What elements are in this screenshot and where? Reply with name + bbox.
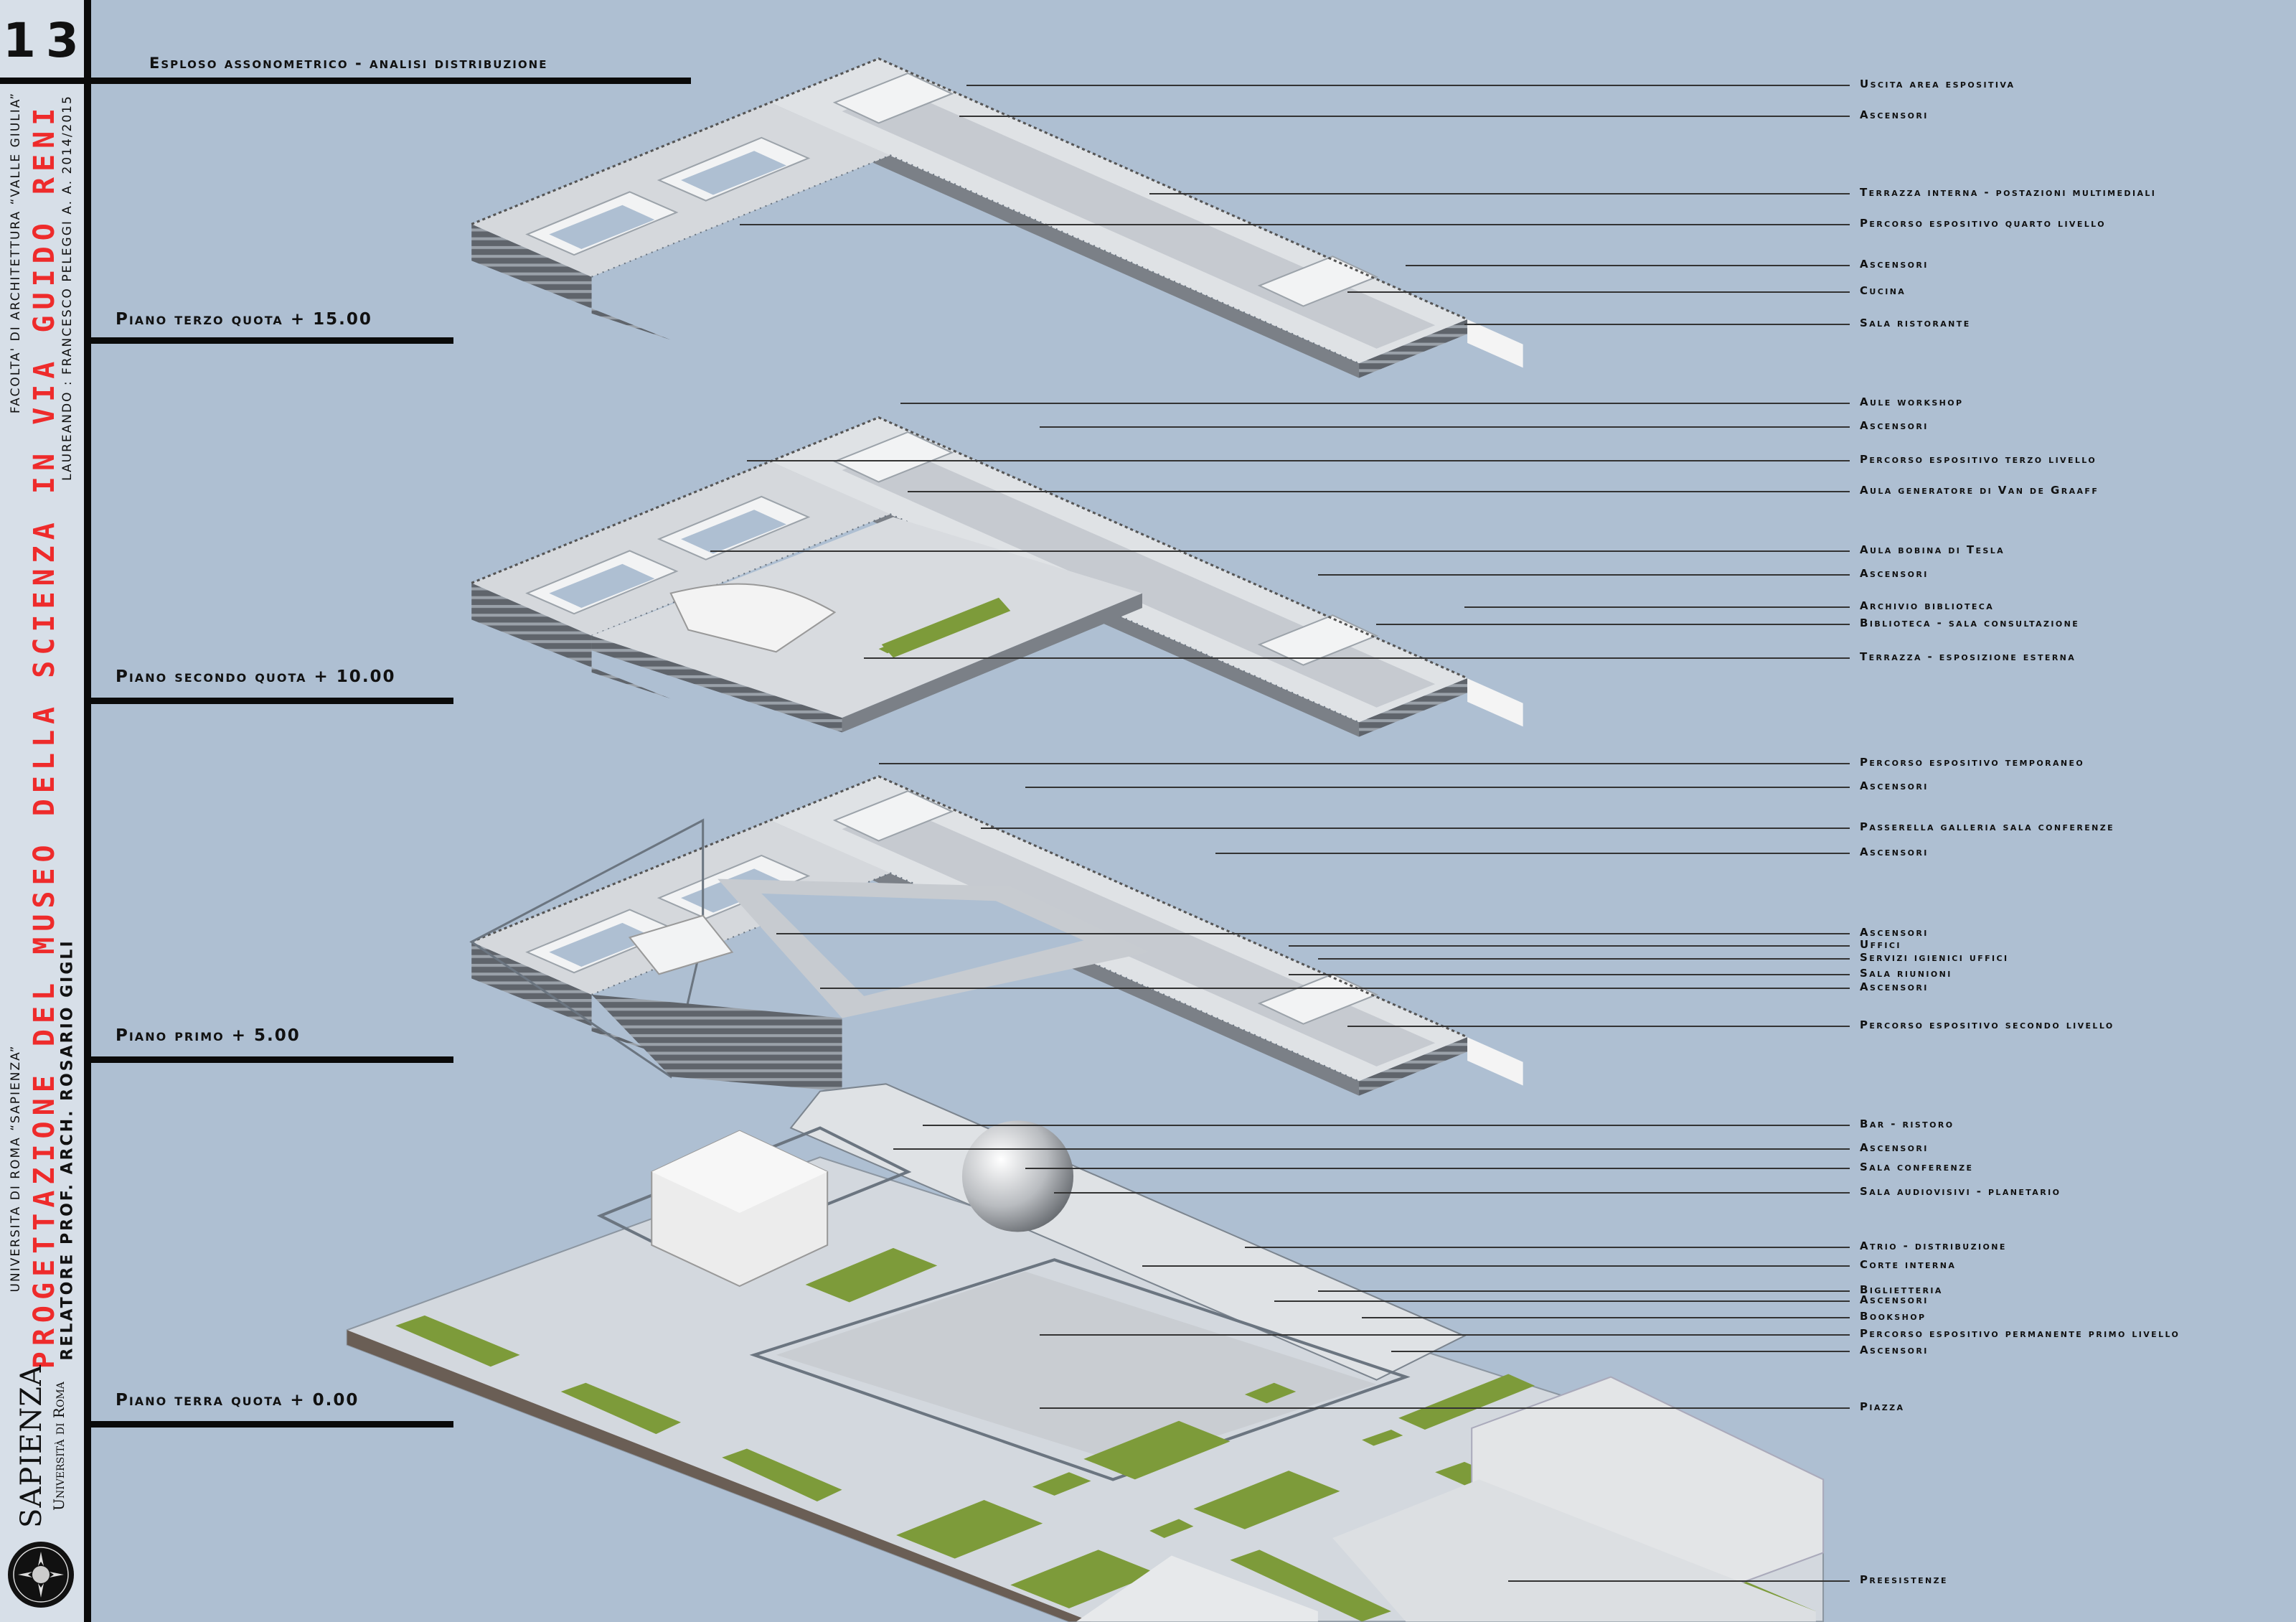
level-label-ground: Piano terra quota + 0.00 — [116, 1391, 359, 1410]
leader-line — [864, 657, 1850, 659]
leader-line — [776, 933, 1850, 934]
annotation-label: Ascensori — [1860, 567, 1929, 581]
leader-line — [981, 828, 1850, 829]
leader-line — [900, 403, 1850, 404]
leader-line — [1025, 1168, 1850, 1169]
leader-line — [1040, 1407, 1850, 1409]
leader-line — [893, 1148, 1850, 1150]
annotation-label: Aula bobina di Tesla — [1860, 543, 2005, 557]
floor-plate-second — [470, 416, 1525, 739]
leader-line — [1347, 1026, 1850, 1027]
annotation-label: Sala riunioni — [1860, 967, 1952, 980]
leader-line — [1289, 945, 1850, 947]
leader-line — [1274, 1300, 1850, 1302]
level-label-second: Piano secondo quota + 10.00 — [116, 667, 396, 686]
floor-plate-first — [469, 775, 1525, 1097]
leader-line — [1318, 958, 1850, 960]
annotation-label: Uscita area espositiva — [1860, 78, 2015, 91]
sapienza-seal-icon — [8, 1542, 74, 1608]
leader-line — [747, 460, 1850, 461]
annotation-label: Ascensori — [1860, 845, 1929, 859]
annotation-label: Aule workshop — [1860, 395, 1964, 409]
leader-line — [1362, 1317, 1850, 1318]
annotation-label: Corte interna — [1860, 1258, 1957, 1272]
annotation-label: Ascensori — [1860, 980, 1929, 994]
annotation-label: Archivio biblioteca — [1860, 599, 1995, 613]
leader-line — [1142, 1265, 1850, 1267]
leader-line — [1464, 606, 1850, 608]
level-rule-1 — [88, 1056, 453, 1063]
leader-line — [1245, 1247, 1850, 1248]
level-label-first: Piano primo + 5.00 — [116, 1026, 301, 1045]
annotation-label: Percorso espositivo temporaneo — [1860, 756, 2085, 769]
leader-line — [710, 550, 1850, 552]
leader-line — [1149, 193, 1850, 194]
annotation-label: Passerella galleria sala conferenze — [1860, 820, 2115, 834]
sidebar-strip — [0, 0, 85, 1622]
leader-line — [820, 988, 1850, 989]
annotation-label: Bar - ristoro — [1860, 1117, 1954, 1131]
annotation-label: Percorso espositivo secondo livello — [1860, 1018, 2114, 1032]
leader-line — [1215, 853, 1850, 854]
leader-line — [966, 85, 1850, 86]
leader-line — [1406, 265, 1850, 266]
leader-line — [908, 491, 1850, 492]
annotation-label: Biblioteca - sala consultazione — [1860, 617, 2080, 630]
annotation-label: Ascensori — [1860, 779, 1929, 793]
floor-plate-ground — [346, 1083, 1825, 1622]
annotation-label: Sala audiovisivi - planetario — [1860, 1185, 2061, 1199]
annotation-label: Bookshop — [1860, 1310, 1926, 1323]
leader-line — [1391, 1351, 1850, 1352]
leader-line — [1054, 1192, 1850, 1194]
annotation-label: Sala ristorante — [1860, 317, 1971, 330]
level-rule-3 — [88, 337, 453, 344]
annotation-label: Piazza — [1860, 1400, 1905, 1414]
leader-line — [1318, 574, 1850, 576]
annotation-label: Preesistenze — [1860, 1573, 1948, 1587]
leader-line — [923, 1125, 1850, 1126]
leader-line — [1289, 974, 1850, 975]
leader-line — [1025, 787, 1850, 788]
annotation-label: Sala conferenze — [1860, 1161, 1974, 1174]
leader-line — [1376, 624, 1850, 625]
annotation-label: Ascensori — [1860, 108, 1929, 122]
leader-line — [1508, 1580, 1850, 1582]
annotation-label: Ascensori — [1860, 1293, 1929, 1307]
annotation-label: Ascensori — [1860, 1141, 1929, 1155]
leader-line — [1318, 1290, 1850, 1292]
annotation-label: Percorso espositivo terzo livello — [1860, 453, 2097, 467]
annotation-label: Terrazza interna - postazioni multimedia… — [1860, 186, 2157, 200]
leader-line — [959, 116, 1850, 117]
header-rule — [0, 78, 691, 84]
floor-plate-third — [471, 57, 1523, 378]
leader-line — [1347, 291, 1850, 293]
annotation-label: Ascensori — [1860, 1344, 1929, 1357]
annotation-label: Percorso espositivo permanente primo liv… — [1860, 1327, 2180, 1341]
level-label-third: Piano terzo quota + 15.00 — [116, 310, 372, 329]
leader-line — [740, 224, 1850, 225]
annotation-label: Servizi igienici uffici — [1860, 951, 2009, 965]
annotation-label: Aula generatore di Van de Graaff — [1860, 484, 2099, 497]
annotation-label: Ascensori — [1860, 926, 1929, 939]
sheet-title: Esploso assonometrico - analisi distribu… — [149, 55, 548, 72]
annotation-label: Cucina — [1860, 284, 1906, 298]
annotation-label: Ascensori — [1860, 419, 1929, 433]
annotation-label: Terrazza - esposizione esterna — [1860, 650, 2076, 664]
level-rule-0 — [88, 1421, 453, 1428]
leader-line — [1040, 426, 1850, 428]
leader-line — [1464, 324, 1850, 325]
annotation-label: Uffici — [1860, 938, 1901, 952]
level-rule-2 — [88, 698, 453, 704]
leader-line — [1040, 1334, 1850, 1336]
leader-line — [879, 763, 1850, 764]
sidebar-divider — [84, 0, 91, 1622]
annotation-label: Percorso espositivo quarto livello — [1860, 217, 2106, 230]
annotation-label: Atrio - distribuzione — [1860, 1239, 2007, 1253]
annotation-label: Ascensori — [1860, 258, 1929, 271]
sheet-number: 13 — [3, 13, 89, 68]
annotation-label: Biglietteria — [1860, 1283, 1943, 1297]
